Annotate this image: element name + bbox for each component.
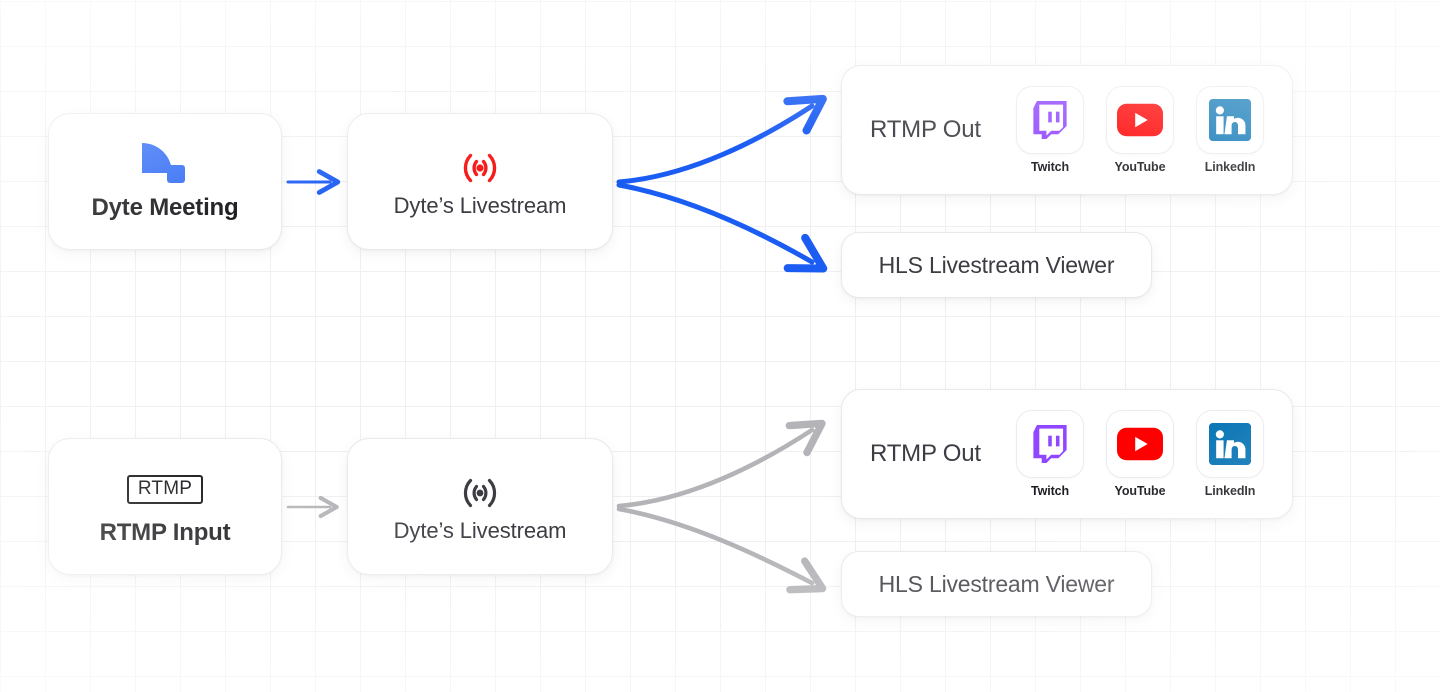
broadcast-icon-slot-gray <box>452 470 508 516</box>
arrow-livestream-to-hls <box>616 182 828 273</box>
broadcast-icon <box>463 478 497 507</box>
node-rtmp-input-label: RTMP Input <box>99 518 231 546</box>
node-dyte-livestream-top-label: Dyte’s Livestream <box>393 192 567 218</box>
broadcast-icon-slot <box>452 145 508 191</box>
youtube-tile[interactable] <box>1106 410 1174 478</box>
hls-viewer-top-label: HLS Livestream Viewer <box>878 251 1115 278</box>
linkedin-label: LinkedIn <box>1204 160 1256 174</box>
rtmp-out-top-title: RTMP Out <box>870 116 981 143</box>
platform-youtube-bottom[interactable]: YouTube <box>1106 410 1174 498</box>
node-dyte-livestream-bottom-label: Dyte’s Livestream <box>393 517 567 543</box>
platform-twitch-bottom[interactable]: Twitch <box>1016 410 1084 498</box>
node-dyte-livestream-bottom[interactable]: Dyte’s Livestream <box>347 438 613 575</box>
platform-linkedin-bottom[interactable]: LinkedIn <box>1196 410 1264 498</box>
node-dyte-livestream-top[interactable]: Dyte’s Livestream <box>347 113 613 250</box>
twitch-icon <box>1033 101 1067 139</box>
platform-youtube-top[interactable]: YouTube <box>1106 86 1174 174</box>
node-rtmp-input[interactable]: RTMP RTMP Input <box>48 438 282 575</box>
platform-list-top: Twitch YouTube <box>1016 86 1264 174</box>
youtube-tile[interactable] <box>1106 86 1174 154</box>
arrow-livestream2-to-hls <box>616 506 827 594</box>
linkedin-tile[interactable] <box>1196 86 1264 154</box>
twitch-icon <box>1033 425 1067 463</box>
linkedin-label: LinkedIn <box>1204 484 1256 498</box>
rtmp-badge-icon: RTMP <box>126 475 204 504</box>
dyte-logo-icon <box>142 142 188 187</box>
linkedin-icon <box>1209 99 1251 141</box>
card-rtmp-out-bottom[interactable]: RTMP Out Twitch <box>841 389 1293 519</box>
platform-list-bottom: Twitch YouTube <box>1016 410 1264 498</box>
youtube-icon <box>1117 103 1163 137</box>
rtmp-badge-icon-slot: RTMP <box>126 467 204 513</box>
twitch-tile[interactable] <box>1016 410 1084 478</box>
broadcast-icon <box>463 153 497 182</box>
twitch-tile[interactable] <box>1016 86 1084 154</box>
card-hls-viewer-top[interactable]: HLS Livestream Viewer <box>841 232 1152 298</box>
youtube-label: YouTube <box>1114 160 1166 174</box>
node-dyte-meeting-label: Dyte Meeting <box>91 193 239 221</box>
hls-viewer-bottom-label: HLS Livestream Viewer <box>878 570 1115 597</box>
arrow-livestream2-to-rtmp-out <box>616 419 826 509</box>
platform-twitch-top[interactable]: Twitch <box>1016 86 1084 174</box>
arrow-livestream-to-rtmp-out <box>616 94 827 185</box>
twitch-label: Twitch <box>1030 160 1070 174</box>
twitch-label: Twitch <box>1030 484 1070 498</box>
node-dyte-meeting[interactable]: Dyte Meeting <box>48 113 282 250</box>
linkedin-icon <box>1209 423 1251 465</box>
linkedin-tile[interactable] <box>1196 410 1264 478</box>
card-hls-viewer-bottom[interactable]: HLS Livestream Viewer <box>841 551 1152 617</box>
youtube-icon <box>1117 427 1163 461</box>
rtmp-out-bottom-title: RTMP Out <box>870 440 981 467</box>
platform-linkedin-top[interactable]: LinkedIn <box>1196 86 1264 174</box>
youtube-label: YouTube <box>1114 484 1166 498</box>
dyte-logo-icon-slot <box>142 142 188 188</box>
card-rtmp-out-top[interactable]: RTMP Out Twitch <box>841 65 1293 195</box>
